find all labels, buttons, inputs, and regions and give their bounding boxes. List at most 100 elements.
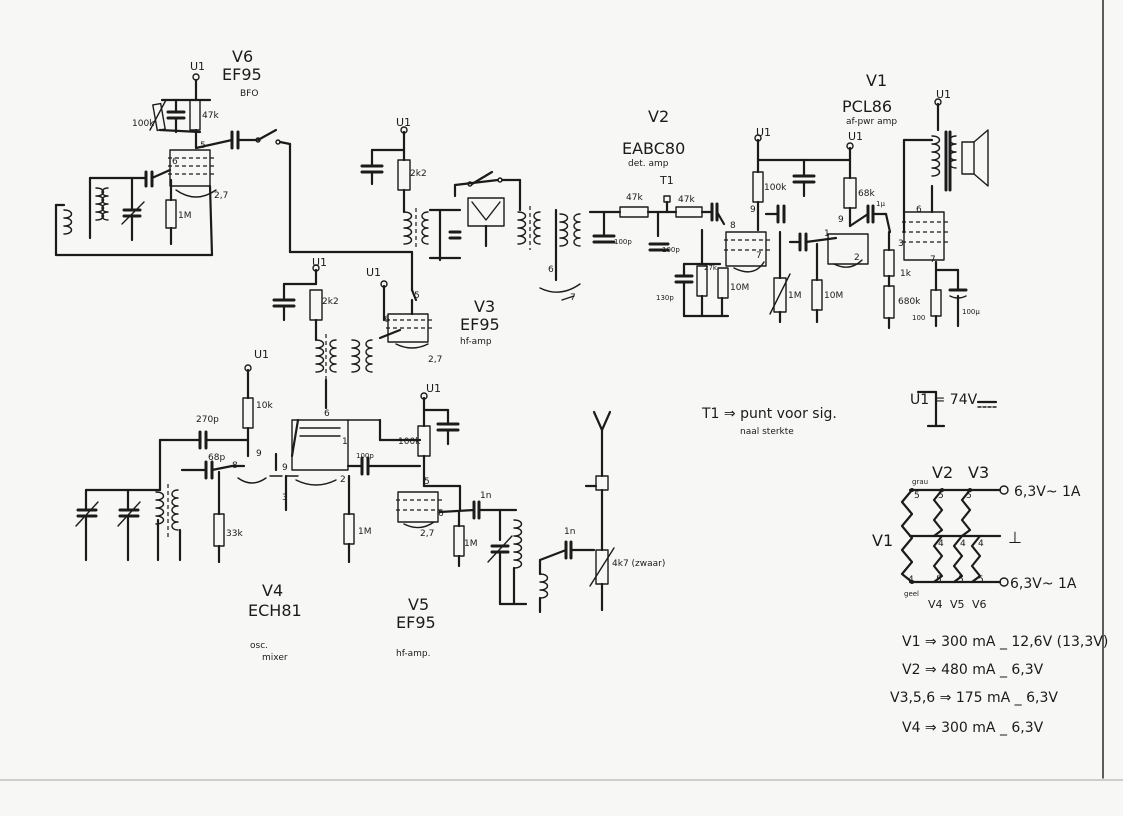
u1-label-v3a: U1 (312, 256, 327, 269)
v6-type: EF95 (222, 65, 262, 84)
r-10k: 10k (256, 401, 273, 411)
svg-text:6: 6 (384, 315, 390, 325)
v6-role: BFO (240, 89, 258, 99)
heater-supply-top: 6,3V~ 1A (1014, 484, 1081, 500)
pot-4k7: 4k7 (zwaar) (612, 559, 665, 569)
c-130p: 130p (656, 294, 674, 302)
supply-symbol (916, 390, 998, 428)
svg-text:7: 7 (930, 255, 936, 265)
svg-text:2: 2 (340, 475, 346, 485)
c-100p-v4: 100p (356, 452, 374, 460)
svg-text:5: 5 (958, 575, 964, 585)
svg-text:5: 5 (424, 477, 430, 487)
svg-text:9: 9 (750, 205, 756, 215)
r-2k2-v3: 2k2 (322, 297, 339, 307)
v3-id: V3 (474, 297, 495, 316)
c-1n-a: 1n (480, 491, 491, 501)
heater-v1: V1 (872, 531, 893, 550)
v5-type: EF95 (396, 613, 436, 632)
hf-amp-v3-stage (360, 126, 622, 302)
heater-v6: V6 (972, 598, 987, 611)
r-2k2-top: 2k2 (410, 169, 427, 179)
svg-text:5: 5 (978, 575, 984, 585)
current-line-v1: V1 ⇒ 300 mA _ 12,6V (13,3V) (902, 634, 1108, 650)
pot-100k-v6: 100k (132, 119, 155, 129)
heater-v2: V2 (932, 463, 953, 482)
r-68k: 68k (858, 189, 875, 199)
svg-text:6: 6 (438, 509, 444, 519)
pin-numbers: 5 6 2,7 6 7 8 7 9 1 2 9 6 3 7 5 6 2,7 6 … (172, 141, 984, 585)
r-100: 100 (912, 314, 925, 322)
r-47k-v6: 47k (202, 111, 219, 121)
r-100k-v2: 100k (764, 183, 787, 193)
u1-label-v1a: U1 (848, 130, 863, 143)
svg-text:9: 9 (282, 463, 288, 473)
v4-type: ECH81 (248, 601, 302, 620)
supply-note: U1 = 74V (910, 392, 978, 408)
u1-label-v3b: U1 (366, 266, 381, 279)
svg-text:3: 3 (898, 239, 904, 249)
r-10m-a: 10M (730, 283, 749, 293)
u1-label-v1b: U1 (936, 88, 951, 101)
r-1m-v4: 1M (358, 527, 372, 537)
svg-text:5: 5 (414, 291, 420, 301)
u1-label-v6: U1 (190, 60, 205, 73)
svg-text:2,7: 2,7 (428, 355, 442, 365)
c-100p-b: 100p (662, 246, 680, 254)
heater-wire-top-color: grau (912, 478, 928, 486)
r-33k: 33k (226, 529, 243, 539)
v2-type: EABC80 (622, 139, 685, 158)
v3-v4-stage (75, 264, 432, 564)
svg-text:7: 7 (756, 251, 762, 261)
c-1u: 1μ (876, 200, 885, 208)
svg-text:8: 8 (730, 221, 736, 231)
r-1k: 1k (900, 269, 912, 279)
svg-text:4: 4 (960, 539, 966, 549)
r-47k-b: 47k (678, 195, 695, 205)
svg-text:6: 6 (548, 265, 554, 275)
t1-note-line1: T1 ⇒ punt voor sig. (701, 406, 837, 422)
hf-amp-v5-stage (396, 392, 615, 614)
svg-text:4: 4 (908, 575, 914, 585)
svg-text:6: 6 (324, 409, 330, 419)
v3-role: hf-amp (460, 337, 492, 347)
svg-text:5: 5 (936, 575, 942, 585)
current-line-v2: V2 ⇒ 480 mA _ 6,3V (902, 662, 1044, 678)
v4-role-line1: osc. (250, 641, 268, 651)
u1-label-top: U1 (396, 116, 411, 129)
v3-type: EF95 (460, 315, 500, 334)
u1-label-v4: U1 (254, 348, 269, 361)
r-680k: 680k (898, 297, 921, 307)
c-270p: 270p (196, 415, 219, 425)
detector-v2-stage (619, 134, 869, 324)
r-27k: 27k (704, 264, 718, 272)
heater-v5: V5 (950, 598, 965, 611)
svg-text:5: 5 (914, 491, 920, 501)
v4-id: V4 (262, 581, 283, 600)
v2-id: V2 (648, 107, 669, 126)
svg-text:1: 1 (342, 437, 348, 447)
c-100p-a: 100p (614, 238, 632, 246)
c-100u: 100μ (962, 308, 980, 316)
svg-text:4: 4 (978, 539, 984, 549)
svg-text:4: 4 (938, 539, 944, 549)
svg-text:5: 5 (200, 141, 206, 151)
heater-supply-bottom: 6,3V~ 1A (1010, 576, 1077, 592)
svg-text:5: 5 (938, 491, 944, 501)
heater-v4: V4 (928, 598, 943, 611)
v1-role: af-pwr amp (846, 117, 897, 127)
r-1m-v6: 1M (178, 211, 192, 221)
heater-v3: V3 (968, 463, 989, 482)
v4-role-line2: mixer (262, 653, 288, 663)
v1-id: V1 (866, 71, 887, 90)
r-47k-a: 47k (626, 193, 643, 203)
svg-text:8: 8 (232, 461, 238, 471)
svg-text:9: 9 (838, 215, 844, 225)
test-point-t1: T1 (659, 174, 674, 187)
bfo-stage (54, 73, 414, 257)
svg-text:6: 6 (172, 157, 178, 167)
c-68p: 68p (208, 453, 225, 463)
